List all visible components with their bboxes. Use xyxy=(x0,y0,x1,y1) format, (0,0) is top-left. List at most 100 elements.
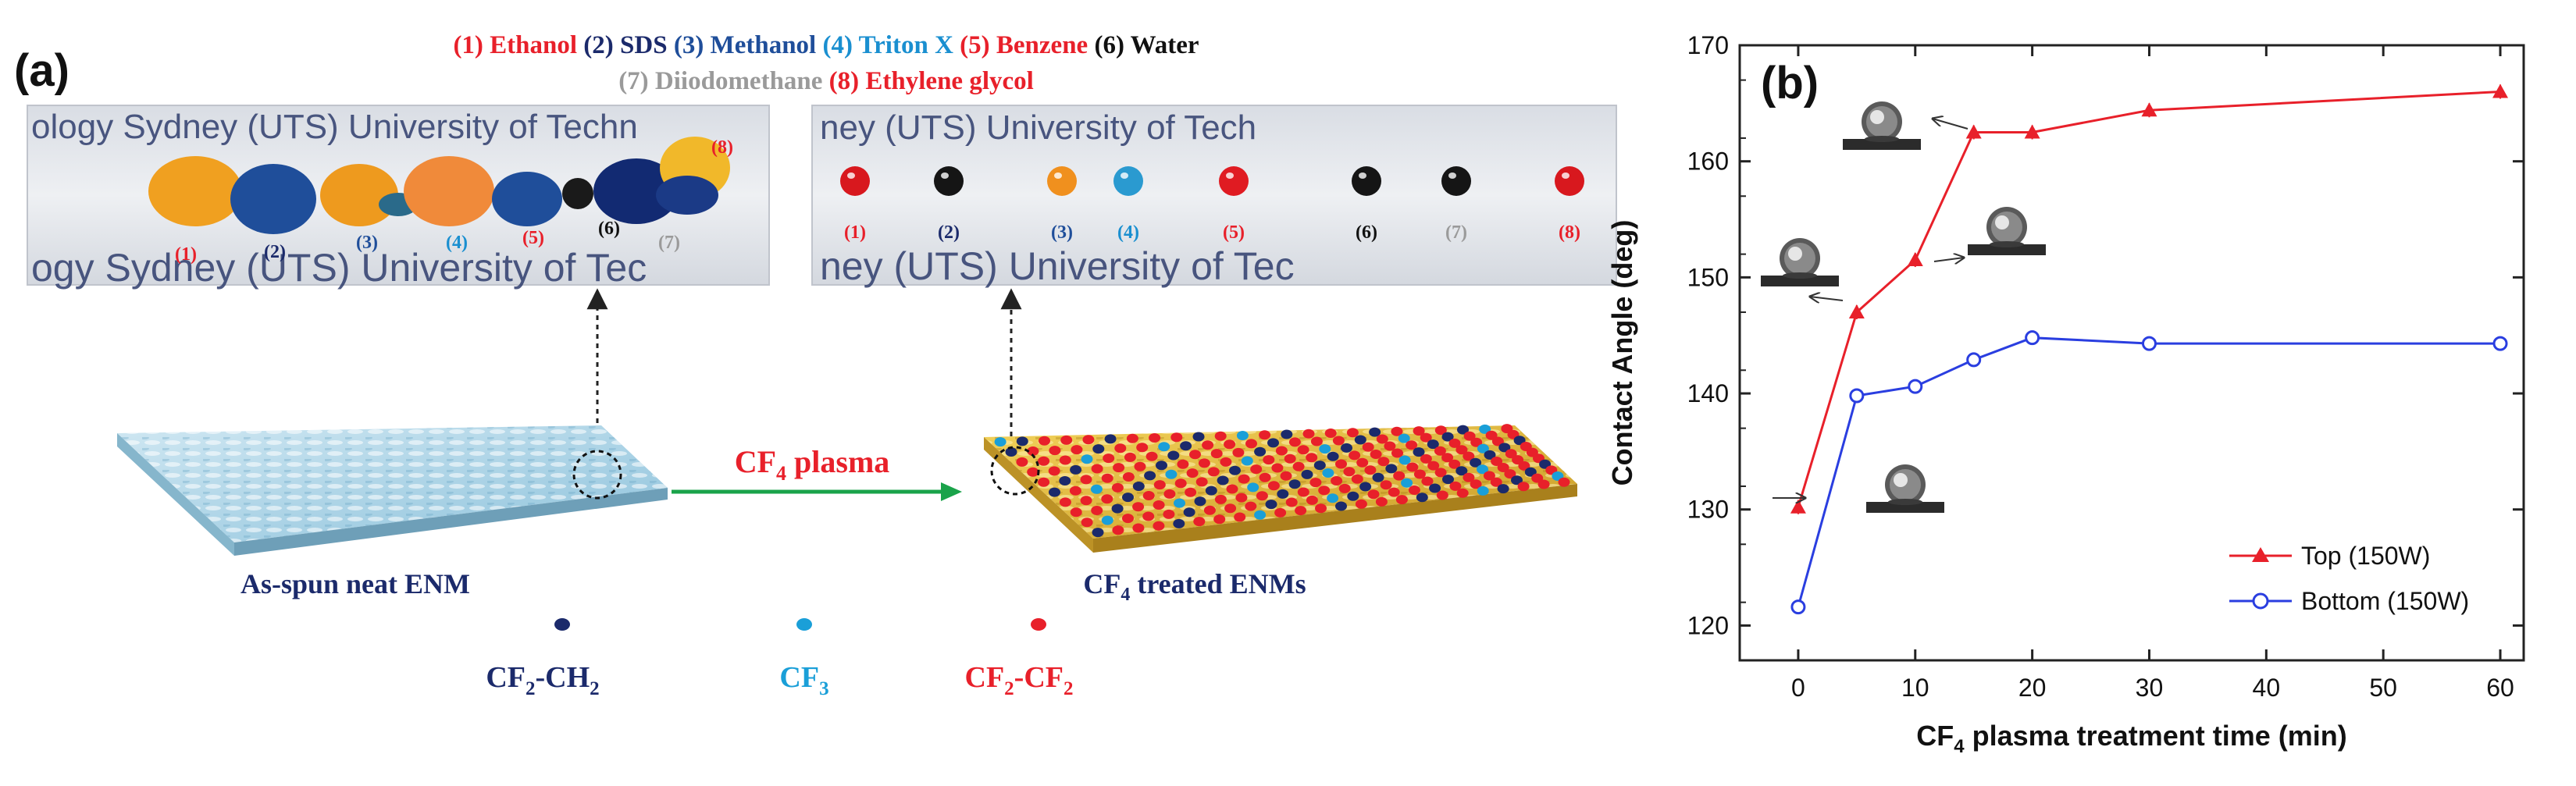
membrane-dot xyxy=(1491,457,1503,466)
membrane-dot xyxy=(1391,426,1403,436)
membrane-dot xyxy=(1059,455,1071,465)
legend-entry: (5) Benzene xyxy=(953,31,1088,59)
group-dot xyxy=(1031,618,1046,631)
data-point xyxy=(1965,124,1982,139)
membrane-dot xyxy=(1027,467,1039,477)
photo-left-drop-label: (7) xyxy=(658,233,680,253)
membrane-dot xyxy=(1401,478,1413,488)
membrane-dot xyxy=(1477,485,1489,496)
data-point xyxy=(2492,84,2509,98)
membrane-dot xyxy=(1479,424,1491,434)
solvent-legend-line-2: (7) Diiodomethane (8) Ethylene glycol xyxy=(618,67,1034,95)
membrane-dot xyxy=(1518,461,1530,471)
membrane-dot xyxy=(1442,475,1454,485)
membrane-dot xyxy=(1416,493,1428,503)
membrane-dot xyxy=(1122,514,1134,524)
membrane-dot xyxy=(1413,426,1425,436)
legend-entry: (7) Diiodomethane xyxy=(618,67,822,95)
legend-entry: (1) Ethanol xyxy=(453,31,577,59)
membrane-dot xyxy=(1441,432,1454,442)
membrane-dot xyxy=(1205,485,1217,496)
photo-left-banner-top: ology Sydney (UTS) University of Techn xyxy=(31,108,638,146)
membrane-dot xyxy=(1413,447,1425,457)
group-dot xyxy=(796,618,812,631)
membrane-dot xyxy=(1049,487,1060,497)
stain-2 xyxy=(230,164,316,234)
membrane-dot xyxy=(1388,487,1400,497)
membrane-dot xyxy=(1477,443,1489,453)
membrane-dot xyxy=(1313,461,1326,471)
membrane-dot xyxy=(1092,528,1104,538)
membrane-dot xyxy=(1351,474,1363,484)
membrane-dot xyxy=(1136,443,1149,453)
membrane-dot xyxy=(1362,442,1374,452)
membrane-dot xyxy=(1122,472,1135,482)
membrane-dot xyxy=(1224,439,1236,450)
membrane-dot xyxy=(1101,515,1113,525)
photo-neat-membrane: ology Sydney (UTS) University of Techn o… xyxy=(27,105,770,290)
membrane-dot xyxy=(1335,459,1347,469)
membrane-dot xyxy=(1193,517,1206,527)
solvent-legend-line-1: (1) Ethanol (2) SDS (3) Methanol (4) Tri… xyxy=(453,31,1199,59)
membrane-dot xyxy=(1280,471,1292,481)
y-tick-label: 170 xyxy=(1687,31,1729,59)
membrane-dot xyxy=(1441,453,1454,463)
photo-right-droplet xyxy=(1113,166,1143,196)
legend-entry: (3) Methanol xyxy=(668,31,817,59)
membrane-dot xyxy=(1254,510,1267,520)
x-axis-label: CF4 plasma treatment time (min) xyxy=(1916,720,2346,757)
membrane-dot xyxy=(1180,441,1192,451)
membrane-dot xyxy=(1092,444,1105,454)
membrane-dot xyxy=(1174,478,1187,489)
membrane-dot xyxy=(1245,501,1257,511)
membrane-dot xyxy=(1343,467,1356,477)
photo-left-drop-label: (8) xyxy=(711,137,733,158)
membrane-dot xyxy=(1309,478,1322,488)
membrane-dot xyxy=(1226,484,1238,494)
photo-left-banner-bottom: ogy Sydney (UTS) University of Tec xyxy=(31,246,647,290)
membrane-dot xyxy=(1081,454,1093,464)
membrane-dot xyxy=(1477,464,1488,475)
membrane-dot xyxy=(1335,501,1347,511)
membrane-dot xyxy=(1524,467,1537,477)
stain-5 xyxy=(492,172,562,226)
membrane-dot xyxy=(1463,431,1476,441)
data-point xyxy=(1790,499,1806,514)
membrane-dot xyxy=(1111,482,1124,493)
membrane-dot xyxy=(1281,429,1293,439)
y-tick-label: 150 xyxy=(1687,263,1729,291)
series-line xyxy=(1797,91,2501,508)
membrane-dot xyxy=(1217,475,1229,485)
photo-left-drop-labels: (1)(2)(3)(4)(5)(6)(7)(8) xyxy=(175,137,733,265)
data-point xyxy=(2025,330,2040,346)
membrane-dot xyxy=(1124,452,1136,462)
membrane-dot xyxy=(1163,489,1176,499)
membrane-dot xyxy=(1498,443,1511,453)
data-point xyxy=(2141,336,2157,351)
membrane-dot xyxy=(1347,491,1359,501)
drop-6-water xyxy=(562,178,593,209)
membrane-dot xyxy=(1427,461,1440,471)
photo-right-drop-label: (7) xyxy=(1445,222,1467,243)
membrane-dot xyxy=(1288,437,1301,447)
membrane-dot xyxy=(1380,480,1392,490)
panel-a-label: (a) xyxy=(14,45,69,96)
stain-3 xyxy=(320,164,398,226)
droplet-inset-bottom-0min xyxy=(1773,464,1944,513)
x-tick-label: 50 xyxy=(2369,674,2397,702)
legend-marker xyxy=(2252,547,2269,562)
membrane-dot xyxy=(1112,525,1124,535)
photo-right-droplet xyxy=(1555,166,1584,196)
membrane-dot xyxy=(1310,436,1323,446)
membrane-dot xyxy=(1484,450,1496,460)
photo-right-drop-label: (8) xyxy=(1559,222,1580,243)
membrane-dot xyxy=(1101,494,1113,504)
legend-marker xyxy=(2252,592,2269,610)
membrane-dot xyxy=(1398,455,1411,465)
membrane-dot xyxy=(1207,467,1220,477)
membrane-dot xyxy=(1297,487,1309,497)
data-point xyxy=(1908,379,1923,394)
membrane-dot xyxy=(1213,514,1226,525)
zoom-circle-right xyxy=(990,446,1040,496)
